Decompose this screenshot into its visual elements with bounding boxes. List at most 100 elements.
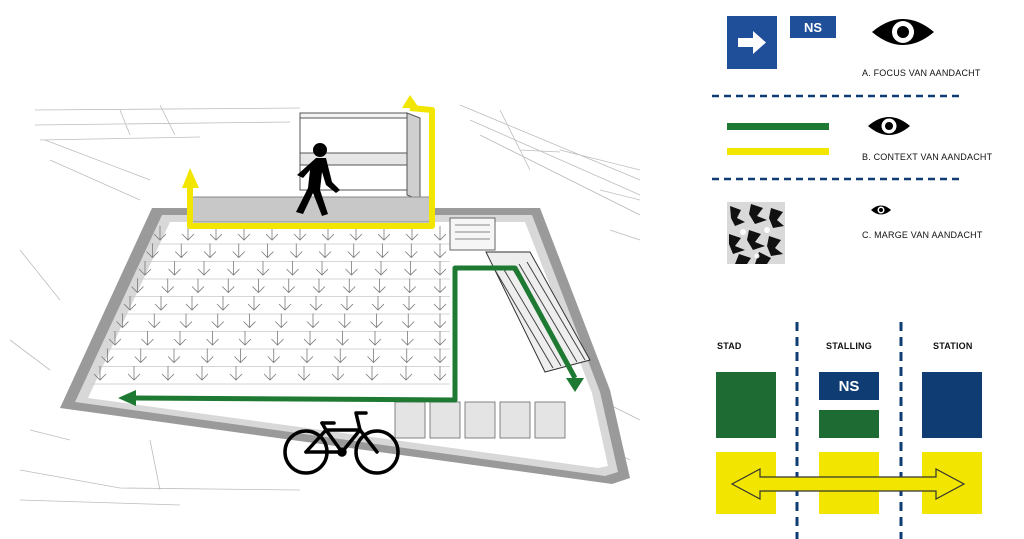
column-label-stad: STAD [717,341,742,351]
rack-mark [153,226,167,241]
rack-mark [402,296,416,311]
rack-mark [338,313,352,329]
rack-mark [197,261,211,276]
rack-mark [256,261,270,276]
rack-mark [373,278,386,294]
divider-dashed-2 [712,177,960,181]
rack-mark [146,243,159,259]
divider-dashed-1 [712,94,960,98]
rack-mark [345,261,358,276]
rack-mark [300,348,314,364]
rack-mark [333,348,347,364]
rack-mark [161,278,175,294]
green-bicycle-route [134,265,578,403]
rack-mark [433,331,447,346]
rack-mark [376,243,389,259]
legend-label-margin: C. MARGE VAN AANDACHT [862,230,983,240]
rack-mark [221,278,235,294]
rack-mark [227,261,240,276]
rack-mark [232,243,246,259]
rack-mark [191,278,205,294]
rack-mark [127,366,141,381]
rack-mark [404,243,418,259]
green-arrowhead-left [118,390,136,406]
rack-mark [433,278,447,294]
rack-mark [374,261,388,276]
rack-mark [340,296,354,311]
rack-mark [131,278,144,294]
rack-mark [263,366,277,381]
rack-grid [90,226,450,385]
rack-mark [167,348,181,364]
entrance-racks [394,401,566,439]
rack-mark [433,226,447,241]
rack-mark [370,313,383,329]
rack-mark [211,313,225,329]
rack-mark [203,243,217,259]
rack-mark [195,366,209,381]
yellow-arrowhead-left [182,168,199,188]
green-arrowhead-down [566,378,584,392]
rack-mark [138,261,152,276]
rack-mark [403,278,417,294]
scheme-divider-right [899,322,903,539]
column-label-stalling: STALLING [826,341,872,351]
rack-mark [342,278,356,294]
rack-mark [123,296,137,311]
rack-mark [433,366,447,381]
yellow-pedestrian-route [187,105,435,229]
rack-mark [229,366,243,381]
rack-mark [399,366,413,381]
rack-mark [401,313,415,329]
upper-ledge [187,196,433,223]
bicycle-icon [283,411,400,475]
rack-mark [271,331,284,346]
rack-mark [147,313,161,329]
column-label-station: STATION [933,341,973,351]
rack-mark [368,331,382,346]
rack-mark [274,313,288,329]
rack-mark [161,366,175,381]
rack-mark [200,348,214,364]
rack-mark [303,331,317,346]
yellow-context-line [727,148,829,155]
rack-mark [181,226,195,241]
rack-mark [433,348,447,364]
rack-mark [336,331,349,346]
rack-mark [216,296,230,311]
rack-mark [365,366,379,381]
rack-mark [234,348,247,364]
rack-mark [331,366,345,381]
legend-label-context: B. CONTEXT VAN AANDACHT [862,152,993,162]
rack-mark [173,331,187,346]
rack-mark [116,313,129,329]
rack-mark [168,261,181,276]
rack-mark [174,243,188,259]
rack-mark [206,331,219,346]
pattern-swatch-icon [727,202,785,264]
stalling-green-block [819,410,879,438]
legend-label-focus: A. FOCUS VAN AANDACHT [862,68,981,78]
rack-mark [367,348,380,364]
rack-mark [282,278,296,294]
rack-mark [306,313,320,329]
rack-mark [154,296,168,311]
parking-diagram [9,95,641,506]
rack-mark [252,278,265,294]
rack-mark [141,331,154,346]
arrow-right-icon [738,31,766,54]
rack-mark [238,331,252,346]
stalling-ns-block: NS [819,372,879,400]
rack-mark [371,296,385,311]
rack-mark [289,243,303,259]
double-arrow-icon [730,467,966,501]
rack-mark [101,348,114,364]
rack-mark [347,243,361,259]
rack-mark [297,366,311,381]
rack-mark [134,348,148,364]
rack-mark [404,261,417,276]
rack-mark [185,296,199,311]
rack-mark [433,313,447,329]
rack-mark [401,331,414,346]
rack-mark [93,366,107,381]
